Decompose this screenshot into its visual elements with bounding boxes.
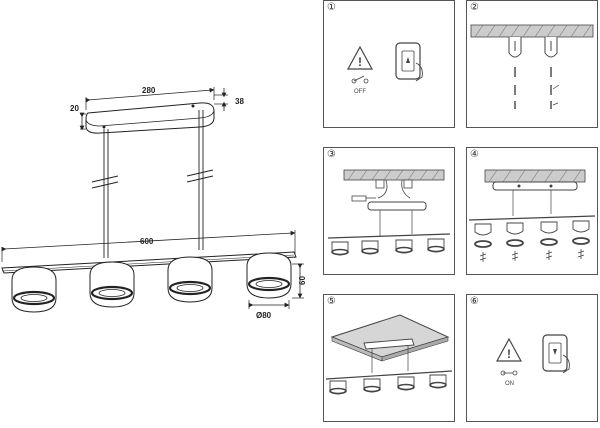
led-rings-row xyxy=(474,237,590,248)
light-head-1 xyxy=(11,266,57,313)
svg-text:!: ! xyxy=(358,55,362,69)
fixture-diagram: 280 20 38 xyxy=(1,86,307,320)
svg-text:!: ! xyxy=(507,347,511,361)
step-3-number: ③ xyxy=(327,149,336,160)
ceiling-hatch xyxy=(343,169,445,181)
canopy-plate xyxy=(492,181,578,216)
wall-plug-right xyxy=(544,37,560,109)
step-5-panel: ⑤ xyxy=(323,294,455,422)
light-bar xyxy=(325,370,453,380)
dim-bar-length-text: 600 xyxy=(140,237,154,246)
light-head-4 xyxy=(246,252,292,299)
step-1-switch-label: OFF xyxy=(354,89,366,95)
dimension-head-diameter: Ø80 xyxy=(248,300,290,320)
warning-triangle-icon: ! xyxy=(346,45,374,70)
light-heads-row xyxy=(474,220,590,236)
light-bar xyxy=(468,215,596,221)
ceiling-hatch xyxy=(484,169,586,183)
step-2-panel: ② xyxy=(466,0,598,128)
ceiling-plane xyxy=(330,314,450,362)
dim-canopy-length-text: 280 xyxy=(142,86,156,95)
dimension-canopy-length: 280 xyxy=(85,86,215,110)
main-dimension-drawing: 280 20 38 xyxy=(1,86,307,320)
bulb-modules-row xyxy=(479,249,585,262)
ceiling-canopy xyxy=(85,102,215,134)
wall-switch-icon xyxy=(395,42,423,82)
step-4-panel: ④ xyxy=(466,147,598,275)
light-heads-row xyxy=(329,374,447,395)
wall-switch-icon xyxy=(542,334,570,374)
switch-on-icon: ON xyxy=(500,370,518,387)
dim-head-diameter-text: Ø80 xyxy=(256,311,272,320)
step-1-number: ① xyxy=(327,2,336,13)
ceiling-hatch xyxy=(470,24,594,38)
wall-plug-left xyxy=(508,37,522,109)
canopy-plate xyxy=(367,201,427,236)
step-5-number: ⑤ xyxy=(327,296,336,307)
dim-head-height-text: 60 xyxy=(298,276,307,285)
switch-off-icon: OFF xyxy=(351,75,369,95)
warning-triangle-icon: ! xyxy=(495,337,523,362)
step-1-panel: ① ! OFF xyxy=(323,0,455,128)
dim-canopy-depth-text: 38 xyxy=(235,97,244,106)
step-4-number: ④ xyxy=(470,149,479,160)
dimension-head-height: 60 xyxy=(292,263,307,299)
step-6-switch-label: ON xyxy=(505,381,514,387)
step-6-panel: ⑥ ! ON xyxy=(466,294,598,422)
light-head-2 xyxy=(89,261,135,308)
light-head-3 xyxy=(167,256,213,303)
canopy-plate xyxy=(363,338,415,373)
step-2-number: ② xyxy=(470,2,479,13)
light-bar xyxy=(327,233,451,239)
dimension-canopy-depth: 38 xyxy=(214,88,244,111)
step-3-panel: ③ xyxy=(323,147,455,275)
dimension-canopy-height: 20 xyxy=(70,104,86,131)
mounting-bracket xyxy=(375,179,413,199)
step-6-number: ⑥ xyxy=(470,296,479,307)
light-heads-row xyxy=(331,238,445,256)
terminal-block-icon xyxy=(351,195,376,202)
dim-canopy-height-text: 20 xyxy=(70,104,79,113)
